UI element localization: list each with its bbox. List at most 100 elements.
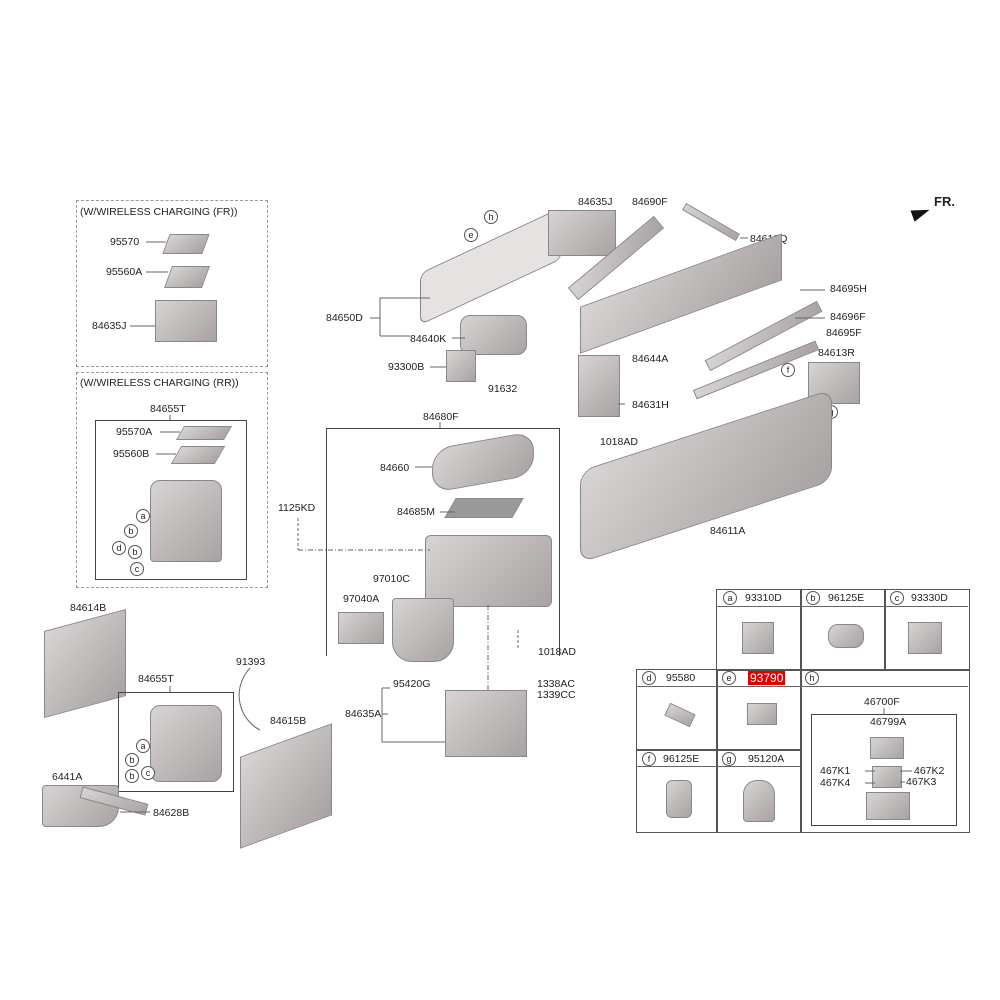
table-callout-d: d [642,671,656,685]
label-95560A: 95560A [106,266,143,278]
part-46700F-base [866,792,910,820]
part-46799A [870,737,904,759]
part-84680F-body [425,535,552,607]
wireless-rr-box [76,372,268,588]
table-g-part: 95120A [748,753,785,765]
callout-f: f [781,363,795,377]
callout-e: e [464,228,478,242]
callout-b: b [125,769,139,783]
callout-a: a [136,509,150,523]
wireless-fr-title: (W/WIRELESS CHARGING (FR)) [80,206,238,218]
label-1018AD-b: 1018AD [538,646,576,658]
label-84696F: 84696F [830,311,866,323]
callout-d: d [112,541,126,555]
part-96125E-f [666,780,692,818]
part-97010C [392,598,454,662]
table-h-sub-part: 46799A [870,716,907,728]
table-467K4: 467K4 [820,777,851,789]
label-84631H: 84631H [632,399,669,411]
label-84614B: 84614B [70,602,107,614]
table-h-main-part: 46700F [864,696,900,708]
label-1018AD-a: 1018AD [600,436,638,448]
label-97010C: 97010C [373,573,410,585]
label-84640K: 84640K [410,333,447,345]
table-callout-f: f [642,752,656,766]
label-97040A: 97040A [343,593,380,605]
table-467K2: 467K2 [914,765,945,777]
label-84635J-fr: 84635J [92,320,127,332]
label-84628B: 84628B [153,807,190,819]
label-84660: 84660 [380,462,410,474]
table-callout-b: b [806,591,820,605]
part-84640K [460,315,527,355]
callout-b: b [128,545,142,559]
wireless-fr-box [76,200,268,367]
rear-assembly-box [118,692,234,792]
table-callout-e: e [722,671,736,685]
table-c-part: 93330D [911,592,948,604]
label-1338AC: 1338AC [537,678,575,690]
part-84635J [548,210,616,256]
label-93300B: 93300B [388,361,425,373]
label-84635J: 84635J [578,196,613,208]
part-467K-switches [872,766,902,788]
label-84613R: 84613R [818,347,855,359]
label-95570A: 95570A [116,426,153,438]
armrest-assembly-box [326,428,560,656]
label-84690F: 84690F [632,196,668,208]
label-84695H: 84695H [830,283,867,295]
part-84631H [578,355,620,417]
table-callout-g: g [722,752,736,766]
part-95120A [743,780,775,822]
part-84635J-fr [155,300,217,342]
table-b-part: 96125E [828,592,865,604]
label-95570: 95570 [110,236,140,248]
table-callout-h: h [805,671,819,685]
direction-label: FR. [934,194,955,209]
part-96125E-b [828,624,864,648]
label-95420G: 95420G [393,678,431,690]
rr-assembly-box [95,420,247,580]
label-84680F: 84680F [423,411,459,423]
label-84611A: 84611A [710,525,746,537]
label-91393: 91393 [236,656,266,668]
table-d-part: 95580 [666,672,696,684]
part-console-rr [150,480,222,562]
table-callout-c: c [890,591,904,605]
label-91632: 91632 [488,383,518,395]
label-84695F: 84695F [826,327,862,339]
part-93300B [446,350,476,382]
table-a-part: 93310D [745,592,782,604]
label-84615B: 84615B [270,715,307,727]
h-subassembly-box [811,714,957,826]
label-84644A: 84644A [632,353,669,365]
part-93330D [908,622,942,654]
callout-c: c [130,562,144,576]
table-e-part-highlighted: 93790 [748,671,786,685]
part-84635A [445,690,527,757]
label-95560B: 95560B [113,448,150,460]
part-97040A [338,612,384,644]
callout-b: b [125,753,139,767]
callout-h: h [484,210,498,224]
label-1339CC: 1339CC [537,689,576,701]
table-467K1: 467K1 [820,765,851,777]
label-84650D: 84650D [326,312,363,324]
label-84635A: 84635A [345,708,382,720]
callout-c: c [141,766,155,780]
table-467K3: 467K3 [906,776,937,788]
wireless-rr-title: (W/WIRELESS CHARGING (RR)) [80,377,239,389]
callout-a: a [136,739,150,753]
label-84685M: 84685M [397,506,435,518]
part-93790 [747,703,777,725]
part-93310D [742,622,774,654]
callout-b: b [124,524,138,538]
label-1125KD: 1125KD [278,502,316,514]
part-84655T [150,705,222,782]
label-6441A: 6441A [52,771,83,783]
table-f-part: 96125E [663,753,700,765]
label-84655T: 84655T [138,673,174,685]
table-callout-a: a [723,591,737,605]
